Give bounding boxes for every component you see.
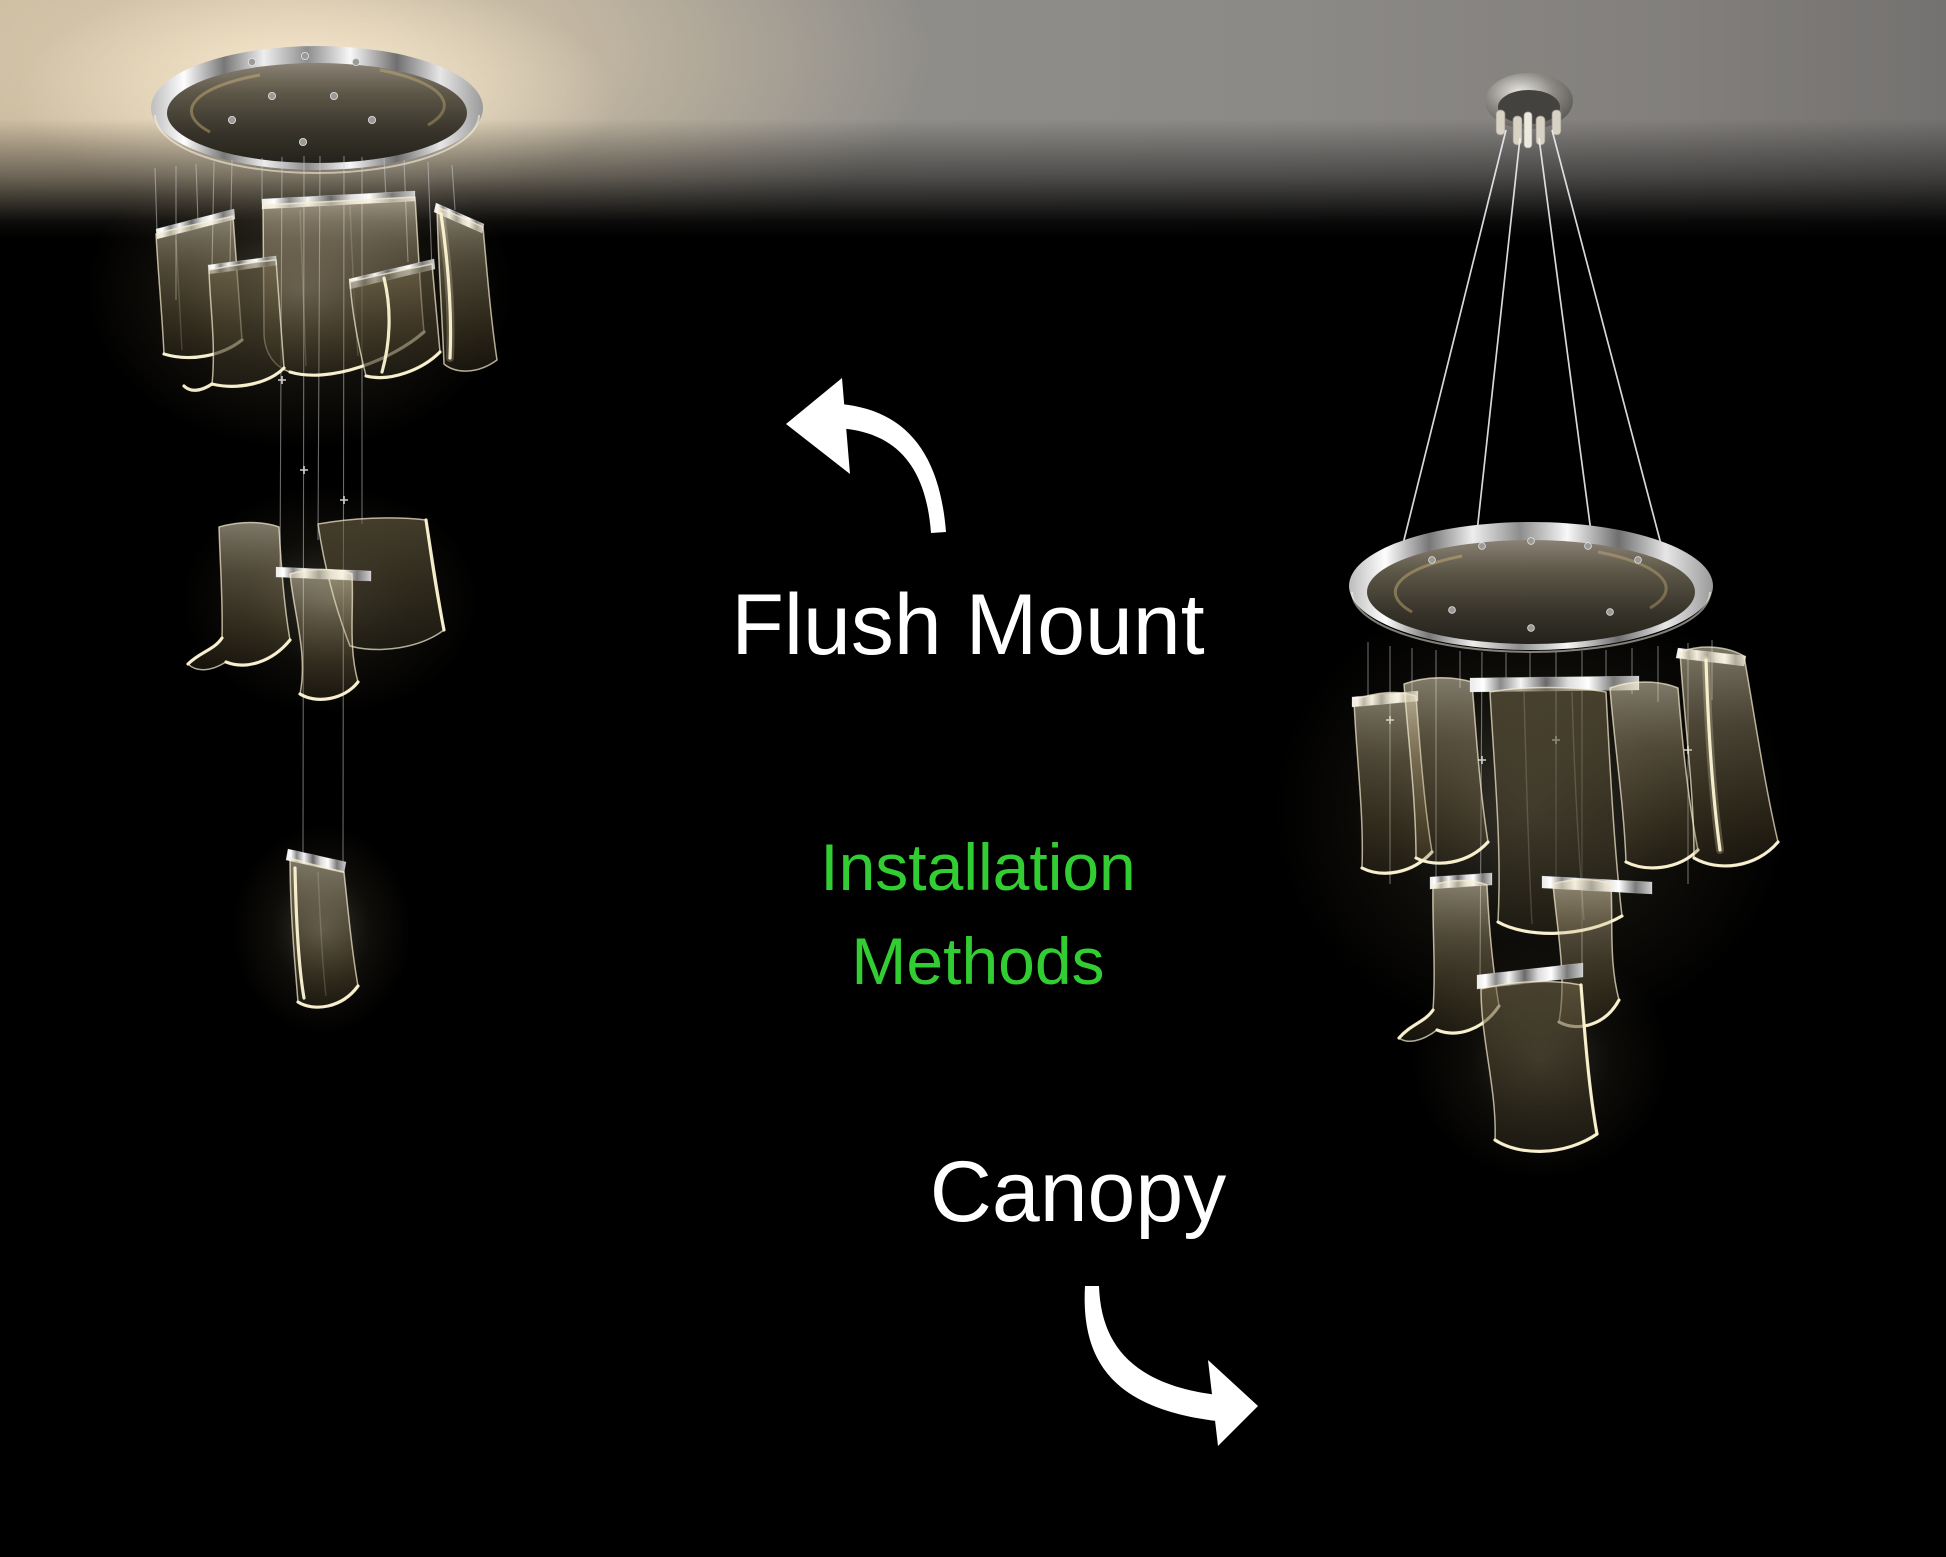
- canopy-fixture: [1272, 73, 1792, 1180]
- curved-arrow-down-right-icon: [1084, 1286, 1258, 1446]
- canopy-label: Canopy: [929, 1144, 1227, 1240]
- ceiling-disc: [151, 46, 483, 174]
- installation-methods-title: Installation Methods: [820, 830, 1136, 998]
- canopy-suspension-wires: [1401, 129, 1663, 549]
- upper-panel-tier: [155, 190, 498, 392]
- ring-screws: [1428, 537, 1642, 632]
- chrome-ring: [1349, 522, 1713, 653]
- flush-mount-fixture: [85, 46, 515, 1035]
- middle-panel-tier: [186, 517, 446, 701]
- curved-arrow-up-left-icon: [786, 378, 946, 533]
- upper-panel-tier: [1351, 646, 1780, 935]
- disc-screws: [227, 52, 376, 146]
- ceiling-canopy: [1485, 73, 1573, 149]
- lower-panel-tier: [1397, 872, 1653, 1153]
- lower-panel: [285, 848, 360, 1009]
- flush-mount-label: Flush Mount: [731, 577, 1205, 673]
